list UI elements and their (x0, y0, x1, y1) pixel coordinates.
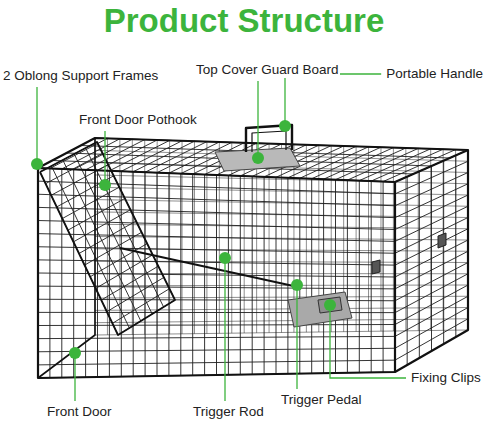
leader-line (36, 87, 37, 164)
callout-dot (324, 299, 336, 311)
mesh-wire (395, 308, 468, 349)
fixing-clip (318, 297, 342, 313)
leader-line (296, 285, 297, 389)
mesh-wire (68, 198, 125, 230)
mesh-wire (38, 207, 395, 217)
part-label: Top Cover Guard Board (195, 62, 340, 78)
callout-dot (252, 152, 264, 164)
mesh-wire (95, 296, 468, 298)
leader-line (330, 305, 406, 378)
callout-dot (291, 279, 303, 291)
callout-dot (99, 179, 111, 191)
trigger-rod (120, 248, 298, 287)
mesh-wire (38, 221, 395, 230)
leader-line (74, 353, 75, 401)
part-label: 2 Oblong Support Frames (2, 68, 159, 84)
part-label: Trigger Rod (192, 404, 265, 420)
mesh-wire (38, 325, 395, 326)
mesh-wire (395, 263, 468, 301)
mesh-wire (395, 229, 468, 265)
mesh-wire (395, 240, 468, 277)
part-label: Fixing Clips (410, 370, 482, 386)
part-label: Trigger Pedal (280, 392, 363, 408)
support-frame (38, 138, 468, 378)
mesh-wire (395, 296, 468, 336)
near-side-mesh (38, 168, 395, 378)
mesh-wire (38, 286, 395, 289)
portable-handle (252, 131, 286, 152)
mesh-wire (95, 308, 468, 311)
leader-line (285, 74, 381, 126)
mesh-wire (95, 237, 468, 241)
leader-line (104, 131, 105, 185)
door-space (95, 160, 150, 300)
leader-line (257, 81, 258, 158)
mesh-wire (395, 206, 468, 241)
mesh-wire (395, 218, 468, 254)
mesh-wire (38, 194, 395, 206)
title: Product Structure (0, 0, 488, 42)
mesh-wire (395, 285, 468, 325)
mesh-wire (62, 187, 119, 218)
support-frame (395, 150, 468, 372)
support-frame (38, 138, 95, 378)
mesh-wire (95, 187, 468, 195)
right-end-mesh (395, 150, 468, 372)
part-label: Front Door (46, 404, 113, 420)
mesh-wire (395, 195, 468, 230)
mesh-wire (38, 273, 395, 277)
callout-dot (31, 158, 43, 170)
front-door-frame (40, 142, 175, 335)
callout-dot (279, 120, 291, 132)
mesh-wire (38, 181, 395, 194)
mesh-wire (73, 210, 130, 242)
mesh-wire (38, 234, 395, 242)
mesh-wire (96, 255, 153, 289)
mesh-wire (38, 247, 395, 254)
mesh-wire (95, 200, 468, 207)
leader-line (224, 258, 225, 401)
mesh-wire (95, 319, 468, 323)
part-label: Front Door Pothook (78, 112, 198, 128)
mesh-wire (95, 330, 468, 335)
callout-dot (219, 252, 231, 264)
mesh-wire (38, 260, 395, 265)
mesh-wire (38, 360, 395, 365)
fixing-clip (372, 260, 380, 274)
mesh-wire (95, 175, 468, 184)
fixing-clip (438, 233, 446, 248)
mesh-wire (38, 348, 395, 352)
mesh-wire (395, 251, 468, 289)
part-label: Portable Handle (385, 66, 484, 82)
mesh-wire (395, 274, 468, 313)
mesh-wire (107, 277, 164, 311)
mesh-wire (395, 319, 468, 360)
callout-dot (69, 347, 81, 359)
